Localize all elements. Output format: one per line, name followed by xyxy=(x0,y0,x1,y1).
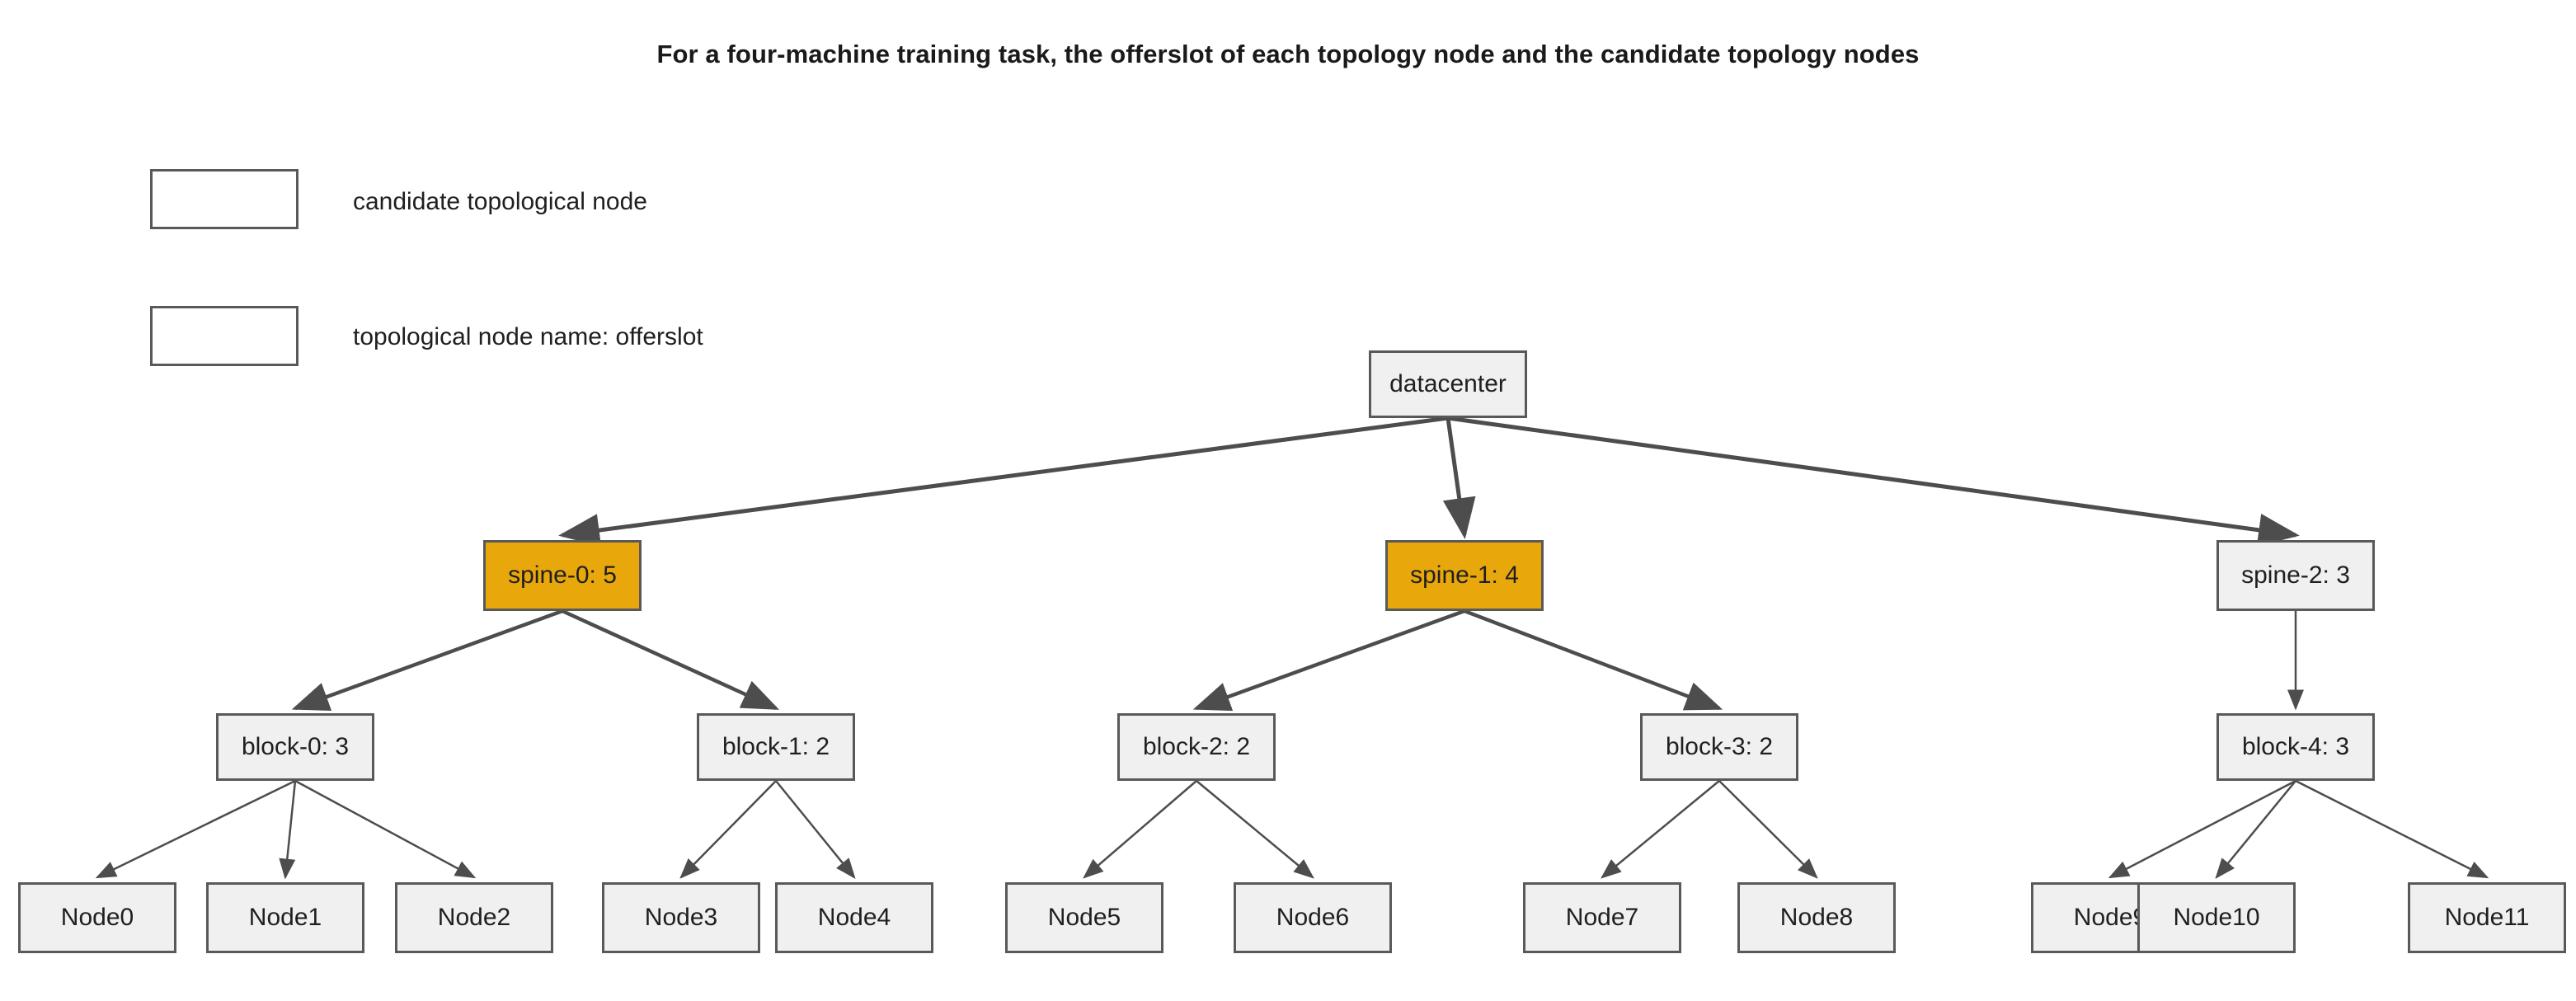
node-block-3[interactable]: block-3: 2 xyxy=(1640,713,1798,781)
edge-line xyxy=(1083,780,1197,879)
node-datacenter[interactable]: datacenter xyxy=(1369,350,1527,418)
edge-line xyxy=(1442,417,1476,539)
node-spine-0[interactable]: spine-0: 5 xyxy=(483,540,642,611)
node-label: block-4: 3 xyxy=(2241,733,2350,760)
node-block-4[interactable]: block-4: 3 xyxy=(2216,713,2375,781)
page-title: For a four-machine training task, the of… xyxy=(656,40,1920,68)
node-label: Node3 xyxy=(644,904,718,931)
node-node11[interactable]: Node11 xyxy=(2408,882,2566,953)
legend-swatch-plain xyxy=(150,306,298,366)
node-label: Node10 xyxy=(2173,904,2260,931)
node-label: Node1 xyxy=(248,904,322,931)
node-label: Node2 xyxy=(437,904,511,931)
node-label: Node11 xyxy=(2444,904,2530,931)
node-label: Node8 xyxy=(1779,904,1854,931)
legend-label-candidate: candidate topological node xyxy=(353,188,647,215)
node-node7[interactable]: Node7 xyxy=(1523,882,1681,953)
node-label: Node5 xyxy=(1047,904,1121,931)
node-node8[interactable]: Node8 xyxy=(1737,882,1896,953)
node-label: Node4 xyxy=(817,904,891,931)
node-label: Node6 xyxy=(1276,904,1350,931)
edge-line xyxy=(294,779,477,879)
node-label: block-3: 2 xyxy=(1665,733,1774,760)
node-node10[interactable]: Node10 xyxy=(2137,882,2296,953)
edge-line xyxy=(2108,779,2296,879)
node-label: block-0: 3 xyxy=(241,733,350,760)
edge-line xyxy=(1196,780,1314,879)
node-block-0[interactable]: block-0: 3 xyxy=(216,713,374,781)
node-node4[interactable]: Node4 xyxy=(775,882,933,953)
edge-line xyxy=(1464,609,1723,711)
edge-line xyxy=(1192,609,1465,712)
node-node5[interactable]: Node5 xyxy=(1005,882,1163,953)
edge-line xyxy=(1601,780,1720,879)
edge-line xyxy=(1447,416,2300,547)
edge-line xyxy=(679,780,777,879)
node-label: datacenter xyxy=(1389,370,1507,397)
edge-line xyxy=(562,609,780,711)
node-label: spine-1: 4 xyxy=(1410,562,1519,589)
edge-line xyxy=(558,416,1449,547)
node-spine-1[interactable]: spine-1: 4 xyxy=(1385,540,1544,611)
node-block-1[interactable]: block-1: 2 xyxy=(697,713,855,781)
legend-swatch-candidate xyxy=(150,169,298,229)
node-label: block-2: 2 xyxy=(1142,733,1251,760)
node-node0[interactable]: Node0 xyxy=(18,882,176,953)
node-label: spine-2: 3 xyxy=(2241,562,2350,589)
edge-line xyxy=(1718,780,1818,879)
edge-line xyxy=(95,779,296,879)
edge-line xyxy=(775,780,856,879)
node-label: Node9 xyxy=(2073,904,2147,931)
edge-line xyxy=(279,780,297,880)
node-label: Node0 xyxy=(60,904,134,931)
node-node6[interactable]: Node6 xyxy=(1234,882,1392,953)
node-label: Node7 xyxy=(1565,904,1639,931)
node-node2[interactable]: Node2 xyxy=(395,882,553,953)
node-node1[interactable]: Node1 xyxy=(206,882,364,953)
node-spine-2[interactable]: spine-2: 3 xyxy=(2216,540,2375,611)
legend-label-plain: topological node name: offerslot xyxy=(353,323,703,350)
node-label: block-1: 2 xyxy=(722,733,830,760)
node-label: spine-0: 5 xyxy=(508,562,617,589)
node-block-2[interactable]: block-2: 2 xyxy=(1117,713,1276,781)
edge-line xyxy=(291,609,563,712)
edge-line xyxy=(2295,779,2489,879)
node-node3[interactable]: Node3 xyxy=(602,882,760,953)
edge-line xyxy=(2215,780,2296,879)
